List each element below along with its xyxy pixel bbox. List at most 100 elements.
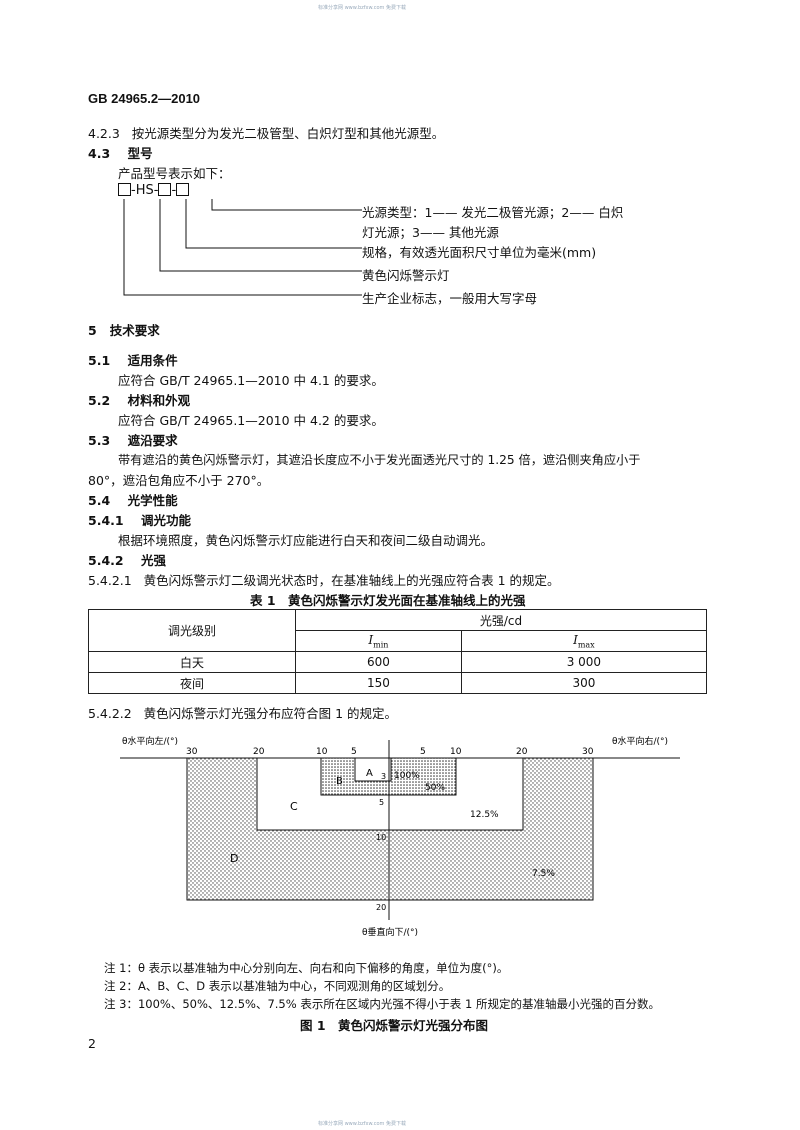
- section-title: 型号: [127, 146, 153, 161]
- table-header-imin: Imin: [295, 630, 462, 652]
- light-distribution-figure: θ水平向左/(°) θ水平向右/(°) θ垂直向下/(°) 30 20 10 5…: [120, 735, 680, 938]
- section-text: 黄色闪烁警示灯二级调光状态时，在基准轴线上的光强应符合表 1 的规定。: [143, 573, 560, 588]
- section-5-1-heading: 5.1 适用条件: [88, 350, 178, 369]
- section-title: 调光功能: [141, 513, 192, 528]
- section-number: 5.2: [88, 393, 111, 408]
- section-number: 4.3: [88, 146, 111, 161]
- table-cell-max: 3 000: [460, 651, 708, 673]
- section-number: 5.4.1: [88, 513, 124, 528]
- imin-symbol: I: [368, 632, 374, 647]
- model-box-source: [176, 183, 190, 196]
- section-5-2-heading: 5.2 材料和外观: [88, 390, 190, 409]
- model-intro: 产品型号表示如下：: [118, 166, 231, 181]
- table-cell-level: 白天: [88, 651, 296, 673]
- region-a-label: A: [366, 768, 373, 779]
- section-5-3-heading: 5.3 遮沿要求: [88, 430, 178, 449]
- watermark-top: 标准分享网 www.bzfxw.com 免费下载: [318, 5, 406, 11]
- figure-caption: 图 1 黄色闪烁警示灯光强分布图: [300, 1018, 489, 1033]
- section-5-4-1-heading: 5.4.1 调光功能: [88, 510, 191, 529]
- model-code: -HS--: [118, 183, 190, 198]
- section-5-4-heading: 5.4 光学性能: [88, 490, 178, 509]
- down-axis-label: θ垂直向下/(°): [362, 926, 418, 938]
- table-1-caption: 表 1 黄色闪烁警示灯发光面在基准轴线上的光强: [250, 593, 526, 608]
- section-5-3-text: 带有遮沿的黄色闪烁警示灯，其遮沿长度应不小于发光面透光尺寸的 1.25 倍，遮沿…: [118, 453, 641, 467]
- imax-symbol: I: [573, 632, 578, 647]
- section-4-3-heading: 4.3 型号: [88, 143, 153, 162]
- model-sep: -: [131, 183, 136, 198]
- note-1: 注 1：θ 表示以基准轴为中心分别向左、向右和向下偏移的角度，单位为度(°)。: [104, 961, 509, 975]
- note-2: 注 2：A、B、C、D 表示以基准轴为中心，不同观测角的区域划分。: [104, 979, 451, 993]
- legend-spec: 规格，有效透光面积尺寸单位为毫米(mm): [362, 245, 597, 260]
- region-d-percent: 7.5%: [532, 869, 555, 879]
- model-leader-lines: [123, 199, 362, 296]
- tick-label: 5: [420, 747, 426, 757]
- table-cell-min: 600: [295, 651, 462, 673]
- legend-source-type-cont: 灯光源；3—— 其他光源: [362, 225, 499, 240]
- section-text: 黄色闪烁警示灯光强分布应符合图 1 的规定。: [143, 706, 398, 721]
- section-title: 光强: [141, 553, 167, 568]
- section-title: 适用条件: [127, 353, 178, 368]
- tick-label: 30: [186, 747, 198, 757]
- section-text: 按光源类型分为发光二极管型、白炽灯型和其他光源型。: [131, 126, 445, 141]
- section-5-4-1-text: 根据环境照度，黄色闪烁警示灯应能进行白天和夜间二级自动调光。: [118, 533, 494, 548]
- watermark-bottom: 标准分享网 www.bzfxw.com 免费下载: [318, 1121, 406, 1127]
- section-5-1-text: 应符合 GB/T 24965.1—2010 中 4.1 的要求。: [118, 373, 384, 388]
- section-5-4-2-1: 5.4.2.1 黄色闪烁警示灯二级调光状态时，在基准轴线上的光强应符合表 1 的…: [88, 570, 560, 589]
- legend-source-type: 光源类型：1—— 发光二极管光源；2—— 白炽: [362, 205, 624, 220]
- tick-label: 20: [253, 747, 265, 757]
- section-number: 5.1: [88, 353, 111, 368]
- section-number: 5.3: [88, 433, 111, 448]
- section-number: 5.4.2.1: [88, 573, 132, 588]
- model-box-enterprise: [118, 183, 131, 196]
- table-1: 调光级别 光强/cd Imin Imax 白天 600 3 000 夜间 150…: [88, 609, 708, 694]
- section-number: 5.4.2.2: [88, 706, 132, 721]
- section-title: 遮沿要求: [127, 433, 178, 448]
- table-row: 白天 600 3 000: [88, 651, 708, 673]
- tick-label: 20: [516, 747, 528, 757]
- table-header-level: 调光级别: [88, 609, 296, 652]
- tick-label: 30: [582, 747, 594, 757]
- note-3: 注 3：100%、50%、12.5%、7.5% 表示所在区域内光强不得小于表 1…: [104, 997, 660, 1011]
- region-a-percent: 100%: [394, 771, 420, 781]
- page-number: 2: [88, 1036, 96, 1051]
- tick-label: 20: [376, 903, 386, 912]
- model-sep: -: [153, 183, 159, 198]
- section-number: 5.4: [88, 493, 111, 508]
- model-sep: -: [171, 183, 177, 198]
- tick-label: 5: [379, 798, 384, 807]
- section-title: 技术要求: [109, 323, 160, 338]
- legend-product: 黄色闪烁警示灯: [362, 268, 450, 283]
- table-cell-max: 300: [460, 672, 708, 694]
- table-cell-level: 夜间: [88, 672, 296, 694]
- doc-number: GB 24965.2—2010: [88, 91, 201, 106]
- table-header-intensity: 光强/cd: [295, 609, 707, 631]
- section-5-4-2-heading: 5.4.2 光强: [88, 550, 166, 569]
- imin-subscript: min: [373, 640, 389, 650]
- legend-enterprise: 生产企业标志，一般用大写字母: [362, 291, 538, 306]
- section-number: 5: [88, 323, 97, 338]
- region-d-label: D: [230, 852, 238, 865]
- imax-subscript: max: [577, 640, 595, 650]
- tick-label: 5: [351, 747, 357, 757]
- table-row: 夜间 150 300: [88, 672, 708, 694]
- section-5-4-2-2: 5.4.2.2 黄色闪烁警示灯光强分布应符合图 1 的规定。: [88, 703, 397, 722]
- tick-label: 10: [450, 747, 462, 757]
- tick-label: 10: [376, 833, 386, 842]
- section-5-heading: 5 技术要求: [88, 320, 160, 339]
- section-5-2-text: 应符合 GB/T 24965.1—2010 中 4.2 的要求。: [118, 413, 384, 428]
- section-4-2-3: 4.2.3 按光源类型分为发光二极管型、白炽灯型和其他光源型。: [88, 123, 444, 142]
- section-number: 5.4.2: [88, 553, 124, 568]
- model-hs: HS: [135, 183, 154, 198]
- table-header-imax: Imax: [460, 630, 708, 652]
- region-c-label: C: [290, 800, 298, 813]
- section-number: 4.2.3: [88, 126, 120, 141]
- section-title: 材料和外观: [127, 393, 191, 408]
- tick-label: 10: [316, 747, 328, 757]
- table-cell-min: 150: [295, 672, 462, 694]
- region-b-label: B: [336, 776, 343, 787]
- region-c-percent: 12.5%: [470, 810, 499, 820]
- right-axis-label: θ水平向右/(°): [612, 735, 668, 747]
- tick-label: 3: [381, 772, 386, 781]
- section-5-3-text-cont: 80°，遮沿包角应不小于 270°。: [88, 473, 270, 488]
- model-box-spec: [158, 183, 172, 196]
